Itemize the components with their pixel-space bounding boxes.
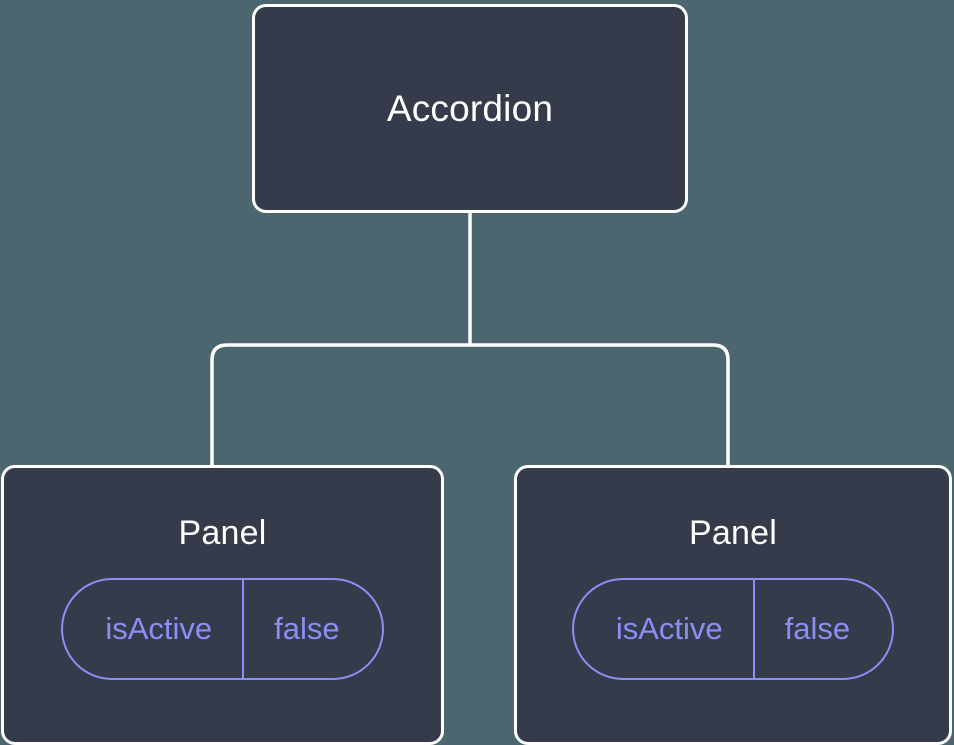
node-title: Accordion <box>386 88 554 129</box>
node-accordion[interactable]: Accordion <box>252 4 688 213</box>
prop-pill-isactive[interactable]: isActive false <box>571 578 895 680</box>
prop-pill-isactive[interactable]: isActive false <box>61 578 384 680</box>
node-title: Panel <box>178 514 267 552</box>
edge-branch-left <box>210 343 470 468</box>
node-panel-left[interactable]: Panel isActive false <box>1 465 444 745</box>
prop-key: isActive <box>574 580 755 678</box>
node-title: Panel <box>689 514 777 552</box>
prop-value: false <box>274 611 340 646</box>
prop-key: isActive <box>63 580 245 678</box>
node-panel-right[interactable]: Panel isActive false <box>514 465 952 745</box>
edge-branch-right <box>470 343 730 468</box>
prop-value: false <box>784 611 851 646</box>
